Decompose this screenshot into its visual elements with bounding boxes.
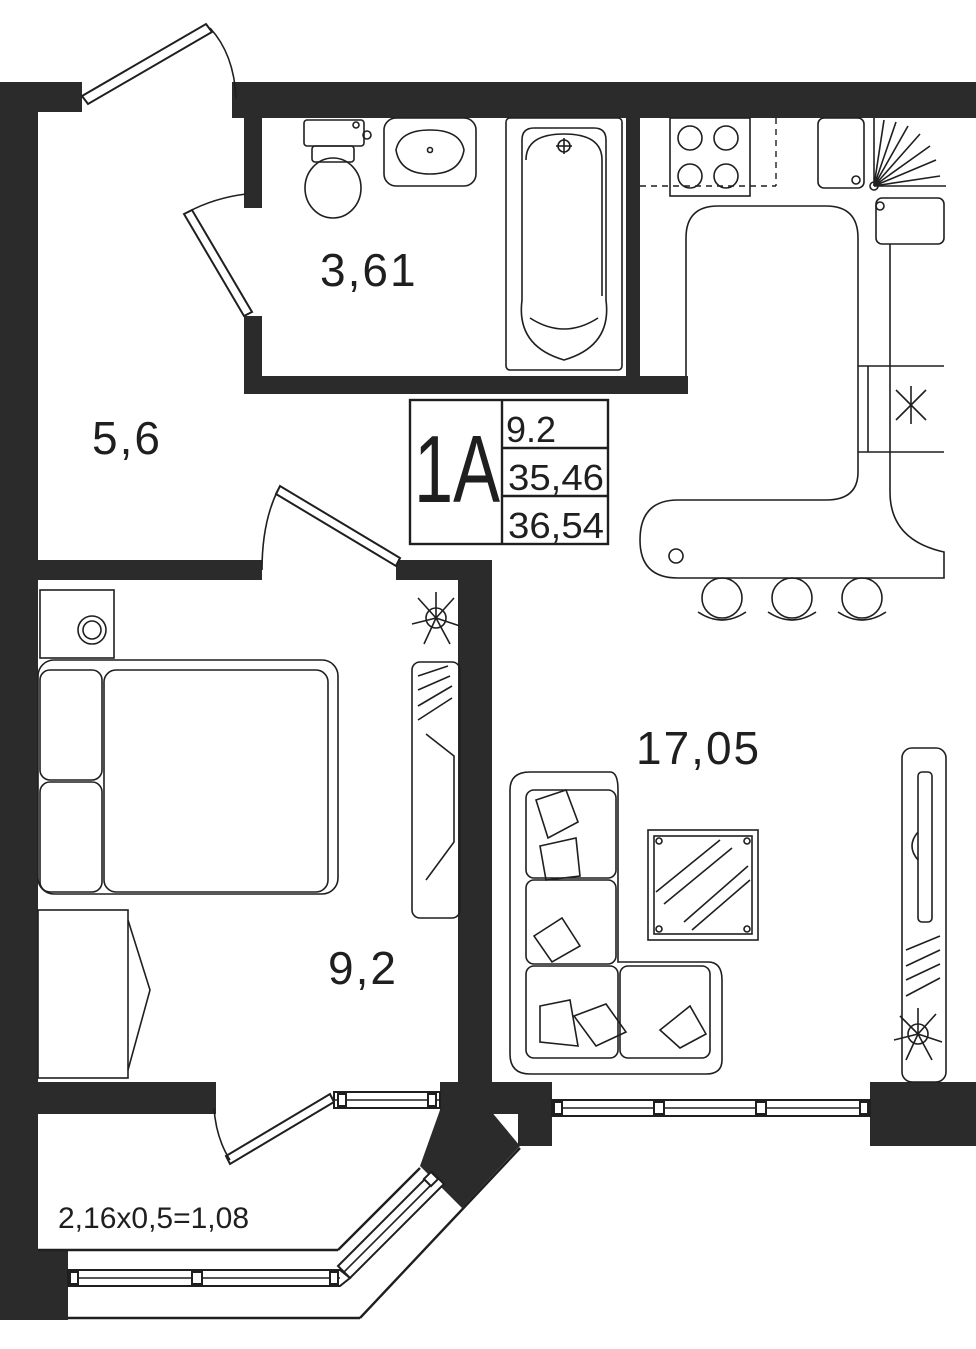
bath-right-wall: [626, 112, 640, 394]
bathtub: [505, 117, 623, 371]
coffee-table: [647, 829, 759, 941]
room-labels: 3,61 5,6 9,2 17,05 2,16x0,5=1,08: [58, 244, 761, 1235]
bath-bottom-wall: [244, 376, 626, 394]
top-left-wall: [0, 82, 82, 112]
fan-cabinet: [869, 118, 946, 211]
living-bottom-wall-right: [870, 1082, 976, 1146]
doors: [80, 22, 402, 1166]
balcony-area-label: 2,16x0,5=1,08: [58, 1202, 249, 1235]
summary-box: [408, 398, 610, 546]
sink: [383, 117, 477, 187]
balcony-corner-wall: [420, 1110, 520, 1208]
double-bed: [37, 659, 339, 895]
balcony-left-wall: [0, 1250, 68, 1320]
bath-wall-lower: [244, 316, 262, 392]
walls: [0, 82, 976, 1320]
bedroom-furniture: [37, 589, 461, 1079]
bedroom-top-wall: [38, 560, 262, 580]
plant-bedroom: [411, 592, 461, 645]
bar-stools: [697, 577, 887, 621]
books-bedroom: [417, 665, 453, 721]
kitchen: [639, 117, 946, 621]
wardrobe: [37, 909, 151, 1079]
living-corner-wall: [518, 1082, 552, 1146]
corner-sofa: [509, 771, 723, 1075]
bedroom-area-label: 9,2: [328, 942, 398, 994]
balcony-door: [213, 1092, 336, 1166]
total-with-balcony-value: 36,54: [508, 505, 604, 546]
windows: [38, 1091, 871, 1320]
balcony-outline: [38, 1147, 521, 1320]
dresser: [411, 661, 461, 919]
unit-summary: 1A 9.2 35,46 36,54: [408, 398, 610, 546]
living-window: [551, 1099, 871, 1117]
hallway-area-label: 5,6: [92, 412, 162, 464]
top-outer-wall: [232, 82, 976, 118]
total-area-value: 35,46: [508, 457, 604, 498]
entrance-door: [80, 22, 237, 106]
kitchen-island: [639, 205, 945, 579]
corner-cabinet: [875, 197, 945, 245]
kitchen-sink: [817, 117, 865, 189]
kitchen-living-area-label: 17,05: [636, 722, 761, 774]
books-living: [905, 935, 941, 997]
living-furniture: [509, 747, 947, 1083]
bedroom-bottom-wall: [38, 1082, 216, 1114]
unit-type-label: 1A: [414, 416, 500, 523]
toilet: [303, 119, 372, 219]
living-area-value: 9.2: [506, 409, 556, 450]
stove: [669, 117, 751, 197]
balcony-window: [67, 1170, 446, 1287]
left-outer-wall: [0, 82, 38, 1318]
tv-stand: [901, 747, 947, 1083]
bathroom-fixtures: [303, 117, 623, 371]
kitchen-stub-wall: [640, 376, 688, 394]
bedroom-window: [333, 1091, 441, 1109]
bedroom-right-wall: [458, 560, 492, 1084]
bathroom-door: [182, 193, 254, 318]
nightstand: [39, 589, 115, 659]
bedroom-door: [261, 484, 402, 571]
bath-wall-upper: [244, 112, 262, 208]
plant-living: [893, 1008, 943, 1061]
bathroom-area-label: 3,61: [320, 244, 418, 296]
